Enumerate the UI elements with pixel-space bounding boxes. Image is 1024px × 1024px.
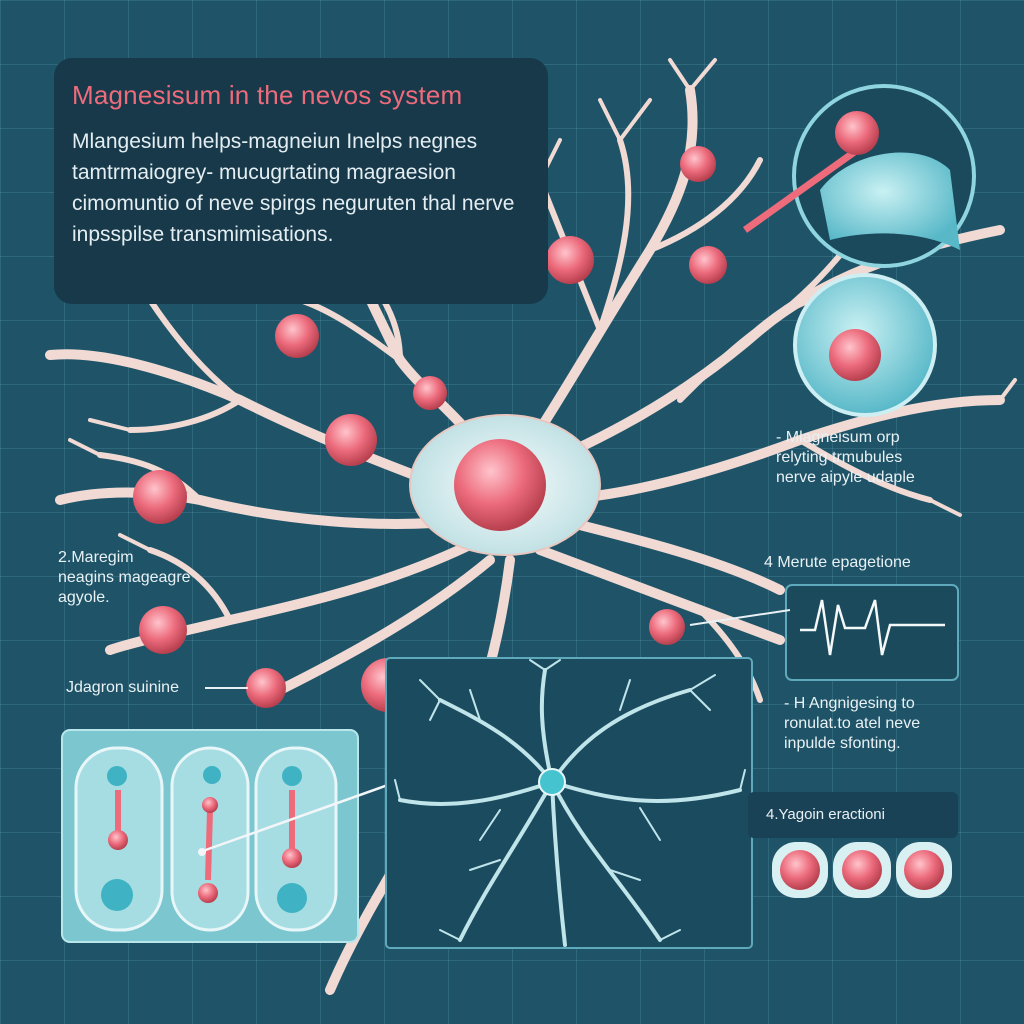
intro-paragraph: Mlangesium helps-magneiun Inelps negnes … [72, 130, 515, 246]
title-panel [54, 58, 548, 304]
callout-right-low: - H Angnigesing to ronulat.to atel neve … [784, 694, 920, 754]
bottom-ion-cells [772, 842, 952, 898]
nucleus-ion [454, 439, 546, 531]
waveform-panel [689, 584, 959, 681]
callout-left-mid: 2.Maregim neagins mageagre agyole. [58, 548, 191, 608]
callout-line: - H Angnigesing to [784, 695, 915, 712]
dendrite-branches [45, 58, 1017, 995]
synapse-zoom-mid [793, 273, 937, 417]
callout-line: agyole. [58, 589, 110, 606]
callout-line: ronulat.to atel neve [784, 715, 921, 732]
callout-right-top: - Mlagneisum orp relyting trmubules nerv… [776, 428, 915, 488]
bottom-right-label-panel [748, 792, 958, 838]
callout-line: nerve aipyle udaple [776, 469, 915, 486]
dendrite-tree-panel [385, 657, 753, 949]
synapse-panel-bottom-left [61, 729, 431, 943]
callout-line: relyting trmubules [776, 449, 903, 466]
bottom-right-label: 4.Yagoin eractioni [766, 806, 885, 823]
callout-line: neagins mageagre [58, 569, 191, 586]
synapse-zoom-top [742, 84, 976, 268]
callout-line: 2.Maregim [58, 549, 134, 566]
callout-left-low: Jdagron suinine [66, 679, 179, 696]
callout-line: inpulde sfonting. [784, 735, 901, 752]
page-title: Magnesisum in the nevos system [72, 80, 463, 110]
callout-right-mid: 4 Merute epagetione [764, 554, 911, 571]
callout-line: - Mlagneisum orp [776, 429, 900, 446]
